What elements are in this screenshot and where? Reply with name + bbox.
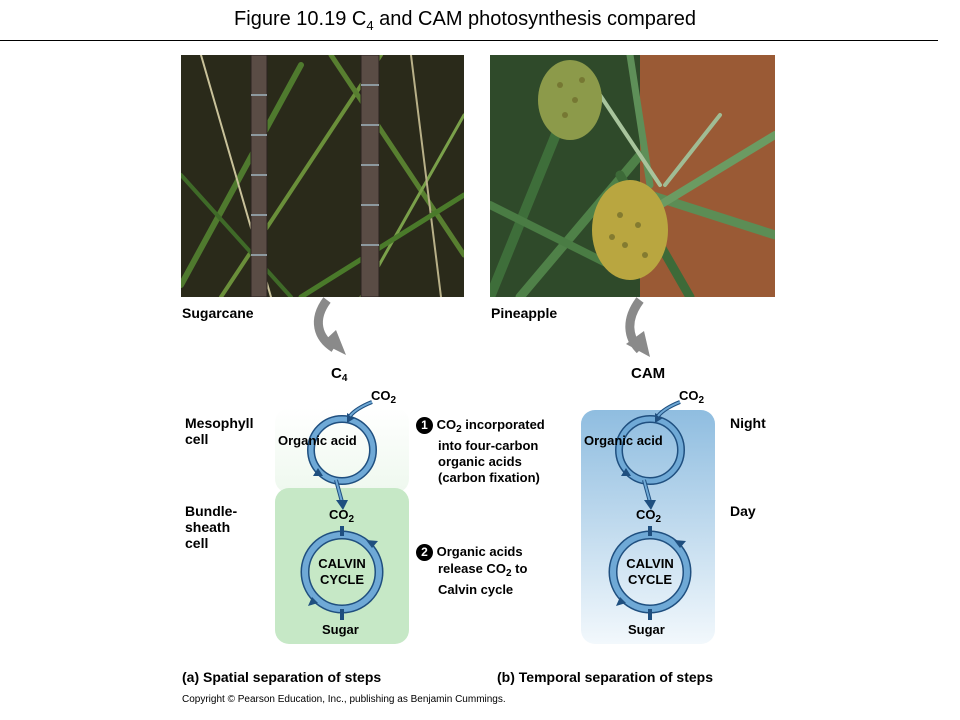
c4-sugar-label: Sugar bbox=[322, 622, 359, 637]
cam-sugar-label: Sugar bbox=[628, 622, 665, 637]
caption-temporal: (b) Temporal separation of steps bbox=[497, 669, 713, 685]
sugarcane-photo bbox=[181, 55, 464, 297]
caption-spatial: (a) Spatial separation of steps bbox=[182, 669, 382, 685]
c4-transfer-arrow bbox=[334, 479, 348, 510]
c4-co2-input-arrow bbox=[348, 400, 373, 418]
pineapple-photo bbox=[490, 55, 775, 297]
cam-transfer-arrow bbox=[642, 479, 656, 510]
mesophyll-region bbox=[275, 408, 409, 493]
c4-organic-acid-label: Organic acid bbox=[278, 433, 357, 448]
night-label: Night bbox=[730, 415, 766, 431]
cam-co2-input-arrow bbox=[656, 400, 681, 418]
cam-organic-acid-cycle bbox=[615, 413, 685, 485]
step-2-description: 2 Organic acids release CO2 to Calvin cy… bbox=[416, 544, 527, 598]
left-pointer-arrow bbox=[313, 297, 346, 355]
title-divider bbox=[0, 40, 938, 41]
cam-organic-acid-label: Organic acid bbox=[584, 433, 663, 448]
day-label: Day bbox=[730, 503, 756, 519]
cam-co2-mid-label: CO2 bbox=[636, 507, 662, 525]
c4-co2-top-label: CO2 bbox=[371, 388, 397, 406]
cam-heading: CAM bbox=[631, 365, 666, 382]
step-1-badge: 1 bbox=[416, 417, 433, 434]
figure-title: Figure 10.19 C4 and CAM photosynthesis c… bbox=[234, 8, 696, 33]
c4-organic-acid-cycle bbox=[307, 413, 377, 485]
step-2-badge: 2 bbox=[416, 544, 433, 561]
step-1-description: 1 CO2 incorporated into four-carbon orga… bbox=[416, 417, 545, 486]
cam-co2-top-label: CO2 bbox=[679, 388, 705, 406]
c4-co2-mid-label: CO2 bbox=[329, 507, 355, 525]
sugarcane-label: Sugarcane bbox=[182, 305, 254, 321]
pineapple-label: Pineapple bbox=[491, 305, 558, 321]
copyright-notice: Copyright © Pearson Education, Inc., pub… bbox=[182, 694, 506, 705]
c4-heading: C4 bbox=[331, 365, 348, 385]
right-pointer-arrow bbox=[625, 297, 650, 357]
